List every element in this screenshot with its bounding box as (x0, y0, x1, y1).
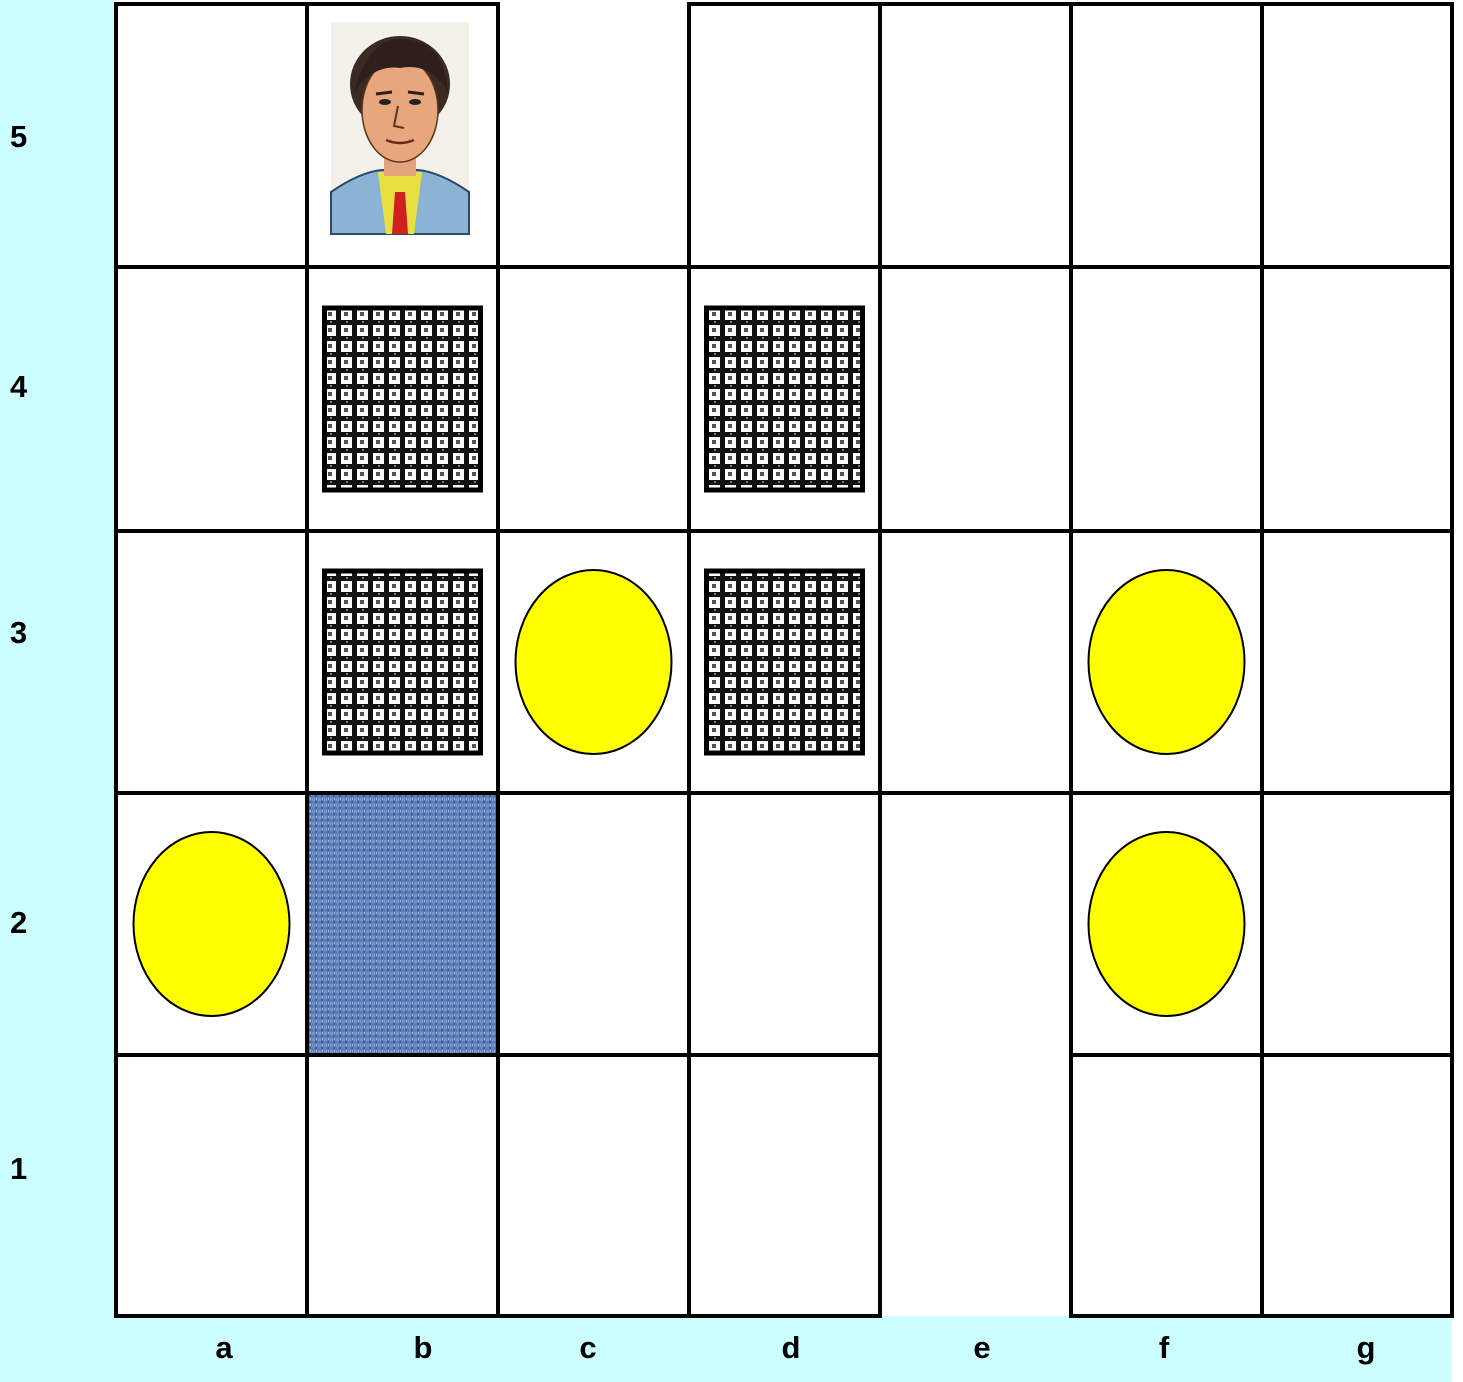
board-cell-g5[interactable] (1262, 4, 1452, 267)
board-cell-f5[interactable] (1071, 4, 1262, 267)
board-cell-c2[interactable] (498, 793, 689, 1055)
checkered-crate-b4[interactable] (325, 308, 481, 490)
board-cell-d5[interactable] (689, 4, 880, 267)
character-portrait[interactable] (331, 22, 469, 234)
yellow-coin-f3[interactable] (1089, 570, 1245, 754)
board-cell-a1[interactable] (116, 1055, 307, 1316)
board-cell-c4[interactable] (498, 267, 689, 531)
board-cell-a5[interactable] (116, 4, 307, 267)
board-cell-g3[interactable] (1262, 531, 1452, 793)
yellow-coin-a2[interactable] (134, 832, 290, 1016)
yellow-coin-f2[interactable] (1089, 832, 1245, 1016)
checkered-crate-d4[interactable] (707, 308, 863, 490)
board-cell-e3[interactable] (880, 531, 1071, 793)
checkered-crate-d3[interactable] (707, 571, 863, 753)
board-cell-b1[interactable] (307, 1055, 498, 1316)
board-cell-a4[interactable] (116, 267, 307, 531)
checkered-crate-b3[interactable] (325, 571, 481, 753)
board-cell-g4[interactable] (1262, 267, 1452, 531)
board-cell-d1[interactable] (689, 1055, 880, 1316)
blue-carpet-b2[interactable] (309, 795, 496, 1053)
board-cell-g2[interactable] (1262, 793, 1452, 1055)
board-cell-e5[interactable] (880, 4, 1071, 267)
board-cell-c1[interactable] (498, 1055, 689, 1316)
board-cell-d2[interactable] (689, 793, 880, 1055)
board-cell-e4[interactable] (880, 267, 1071, 531)
board-cell-g1[interactable] (1262, 1055, 1452, 1316)
board-cell-f1[interactable] (1071, 1055, 1262, 1316)
board-cell-a3[interactable] (116, 531, 307, 793)
yellow-coin-c3[interactable] (516, 570, 672, 754)
board-cell-f4[interactable] (1071, 267, 1262, 531)
